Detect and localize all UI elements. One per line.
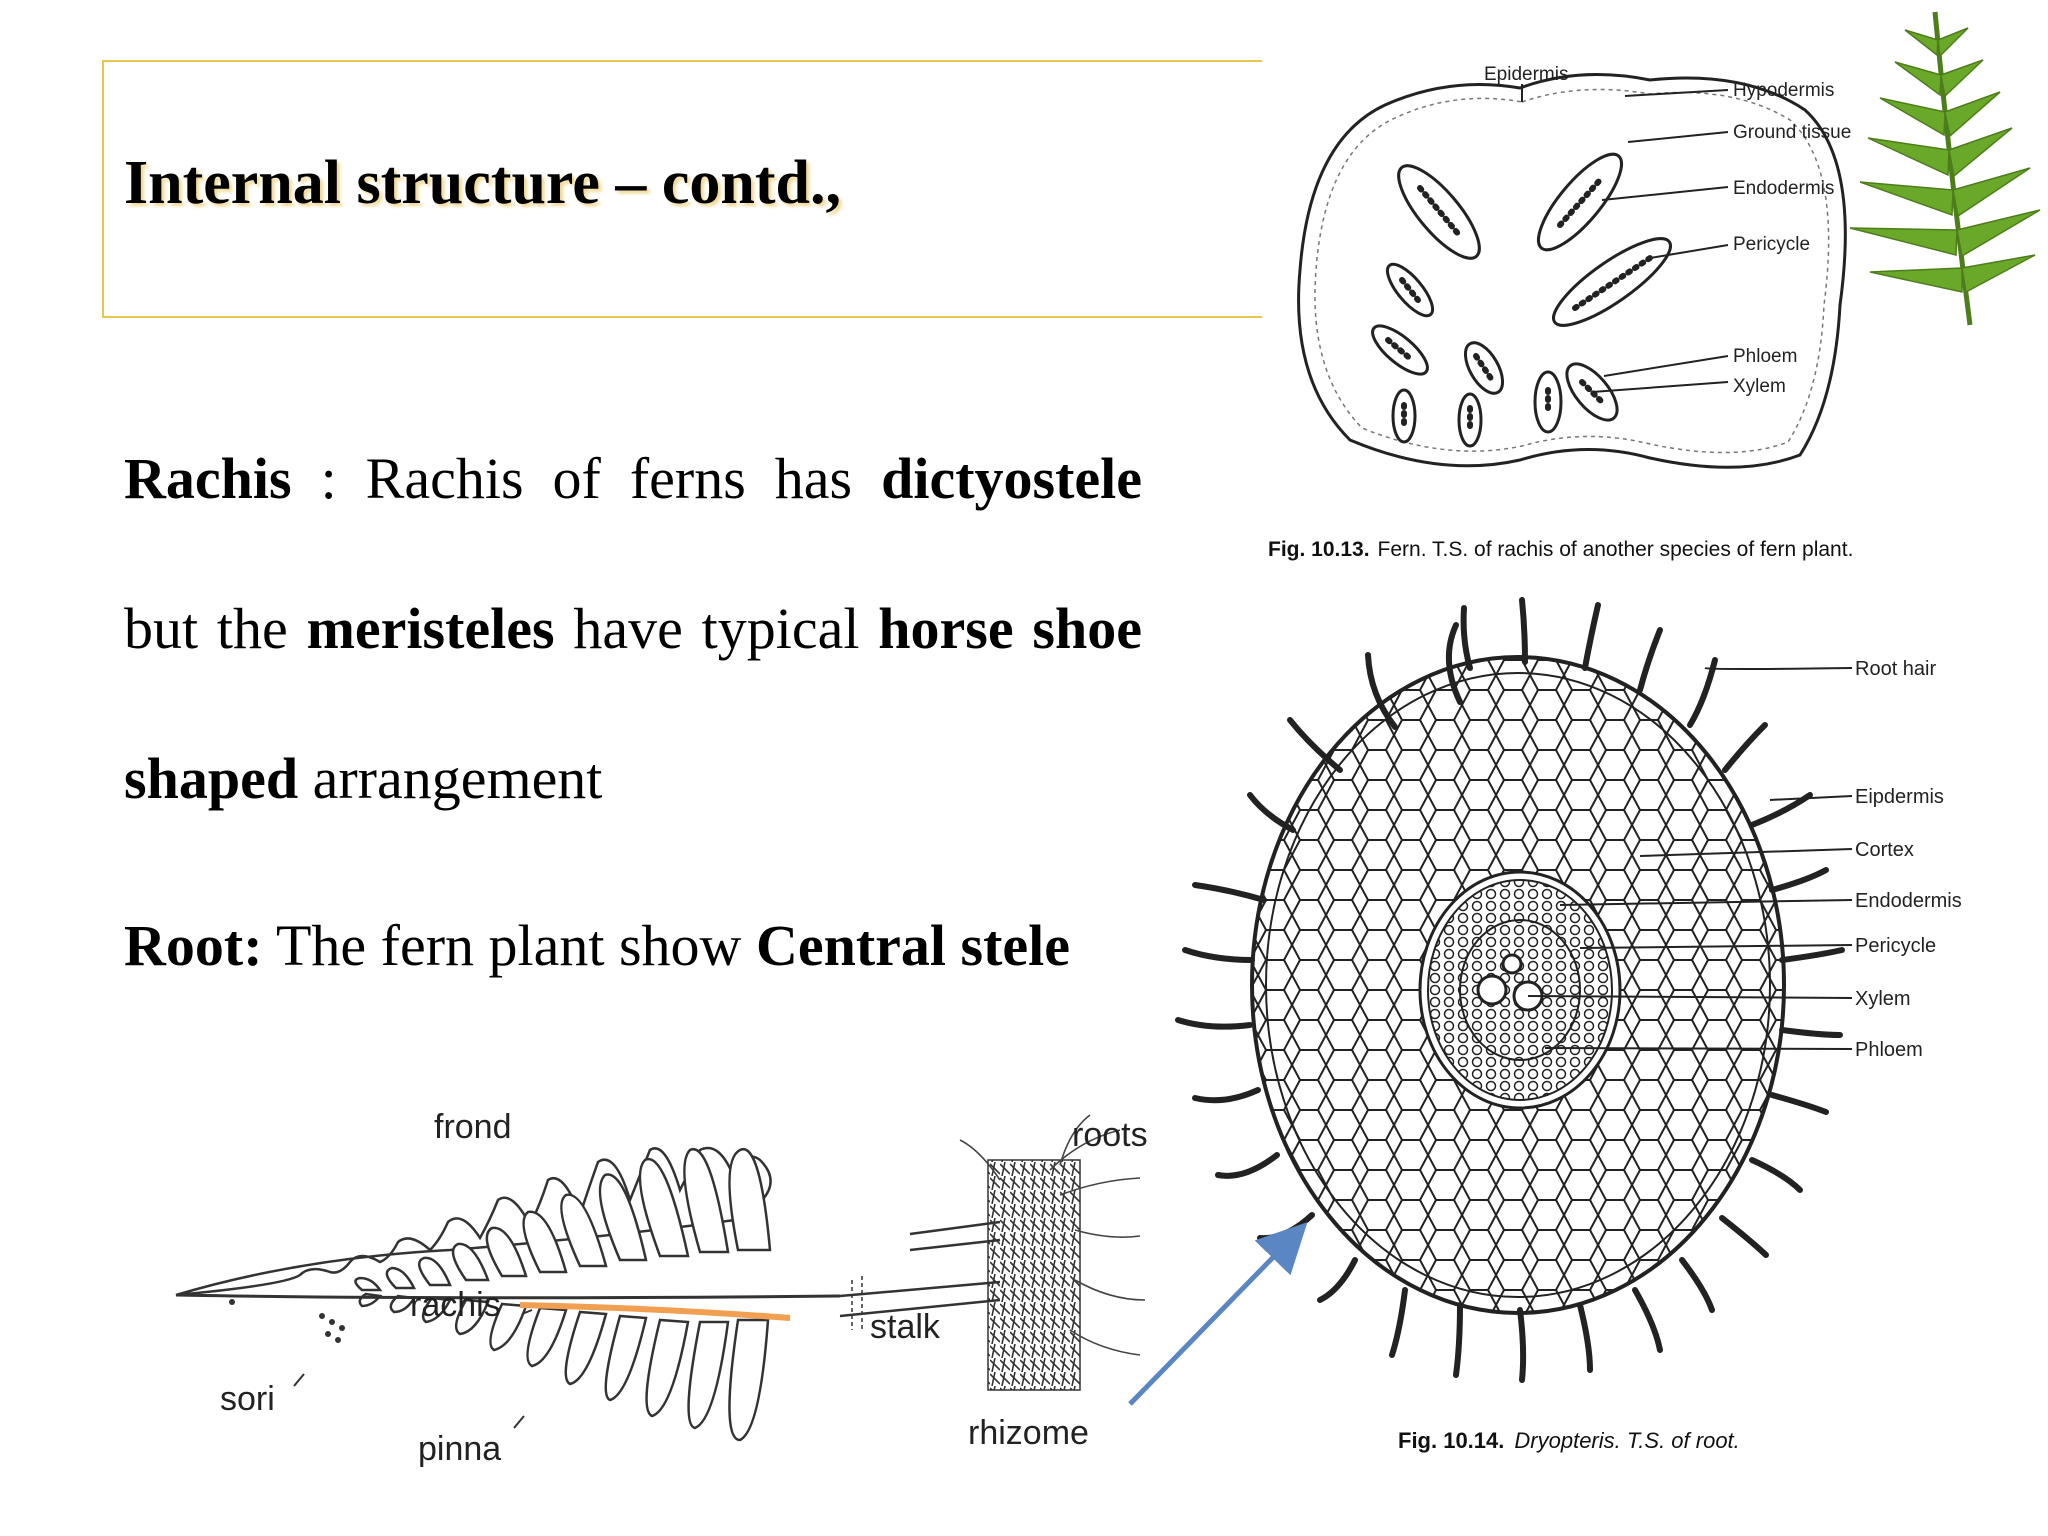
rachis-text-1: : Rachis of ferns has	[291, 446, 882, 511]
label-phloem: Phloem	[1733, 346, 1797, 367]
label-pericycle: Pericycle	[1733, 234, 1810, 255]
rachis-midrib	[175, 1293, 841, 1300]
label-root-phloem: Phloem	[1855, 1039, 1923, 1061]
roots-lines	[959, 1114, 1146, 1356]
central-stele-term: Central stele	[755, 913, 1070, 978]
label-sori: sori	[220, 1380, 275, 1418]
root-cross-section: Root hair Eipdermis Cortex Endodermis Pe…	[1175, 597, 1962, 1453]
slide-title: Internal structure – contd.,	[124, 149, 841, 217]
label-cortex: Cortex	[1855, 839, 1914, 861]
caption-number: Fig. 10.13.	[1268, 538, 1370, 561]
rachis-term: Rachis	[124, 446, 292, 511]
rachis-text-4: arrangement	[298, 746, 603, 811]
label-endodermis: Endodermis	[1733, 178, 1834, 199]
label-rhizome: rhizome	[968, 1414, 1089, 1452]
label-xylem: Xylem	[1733, 376, 1786, 397]
root-pericycle	[1459, 919, 1581, 1061]
caption-text: Dryopteris. T.S. of root.	[1514, 1428, 1739, 1453]
label-rachis: rachis	[410, 1286, 501, 1324]
label-root-pericycle: Pericycle	[1855, 935, 1936, 957]
label-root-hair: Root hair	[1855, 658, 1936, 680]
label-stalk: stalk	[870, 1308, 941, 1346]
root-hairs	[1175, 597, 1845, 1383]
label-pinna: pinna	[418, 1430, 501, 1468]
dictyostele-term: dictyostele	[881, 446, 1142, 511]
xylem-vessel	[1501, 953, 1523, 975]
rachis-epidermis	[1297, 73, 1847, 469]
horse-shoe-term: horse shoe shaped	[124, 596, 1142, 811]
caption-fig-10-14: Fig. 10.14. Dryopteris. T.S. of root.	[1398, 1428, 1740, 1453]
label-root-endodermis: Endodermis	[1855, 890, 1962, 912]
root-paragraph: Root: The fern plant show Central stele	[124, 871, 1142, 1021]
rachis-text-2: but the	[124, 596, 307, 661]
label-hypodermis: Hypodermis	[1733, 80, 1834, 101]
rachis-text-3: have typical	[554, 596, 879, 661]
label-ground-tissue: Ground tissue	[1733, 122, 1851, 143]
caption-text: Fern. T.S. of rachis of another species …	[1378, 538, 1854, 561]
title-box	[102, 60, 1262, 318]
meristeles-term: meristeles	[306, 596, 555, 661]
root-term: Root:	[124, 913, 263, 978]
rhizome	[987, 1159, 1081, 1391]
root-text-1: The fern plant show	[262, 913, 756, 978]
fern-plant-diagram: frond roots rachis stalk sori pinna rhiz…	[175, 1108, 1148, 1468]
rachis-paragraph: Rachis : Rachis of ferns has dictyostele…	[124, 404, 1142, 854]
rachis-highlight	[519, 1302, 791, 1321]
label-root-epidermis: Eipdermis	[1855, 786, 1944, 808]
label-root-xylem: Xylem	[1855, 988, 1911, 1010]
pointer-arrow	[1128, 1222, 1308, 1406]
rachis-hypodermis	[1314, 88, 1830, 454]
label-epidermis: Epidermis	[1484, 64, 1568, 85]
xylem-vessel	[1476, 974, 1508, 1006]
label-roots: roots	[1072, 1116, 1148, 1154]
caption-number: Fig. 10.14.	[1398, 1428, 1504, 1453]
caption-fig-10-13: Fig. 10.13. Fern. T.S. of rachis of anoth…	[1268, 538, 1853, 561]
label-frond: frond	[434, 1108, 512, 1146]
fern-leaf-icon	[1849, 11, 2041, 326]
rachis-cross-section: Epidermis Hypodermis Ground tissue Endod…	[1268, 64, 1853, 561]
